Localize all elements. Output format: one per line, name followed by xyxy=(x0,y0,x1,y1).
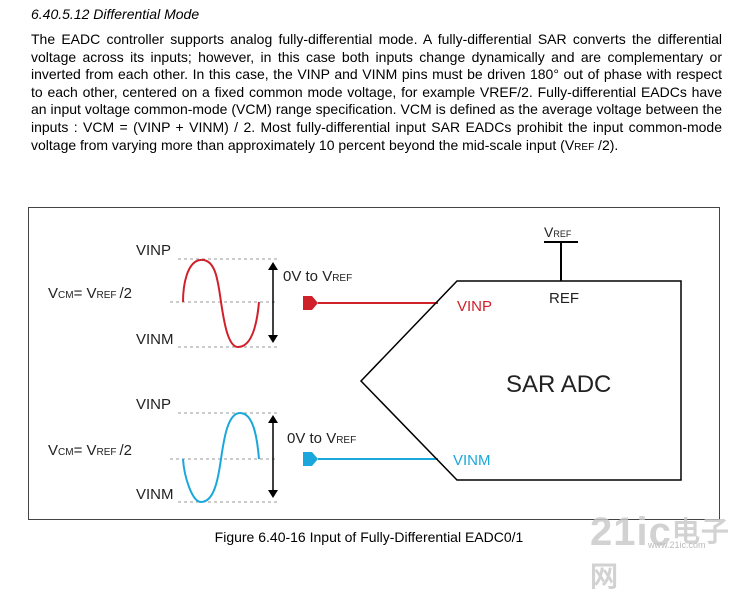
bottom-range-label: 0V to VREF xyxy=(287,430,356,447)
top-range-arrow-head-up xyxy=(268,262,278,270)
watermark-logo: 21ic电子网 xyxy=(590,510,730,592)
top-sine-wave xyxy=(182,258,260,349)
adc-title: SAR ADC xyxy=(506,371,611,398)
bottom-vinp-label: VINP xyxy=(136,396,171,413)
sar-adc-block xyxy=(359,280,682,481)
adc-vinm-label: VINM xyxy=(453,452,491,469)
top-range-label: 0V to VREF xyxy=(283,268,352,285)
watermark-url: www.21ic.com xyxy=(648,540,706,550)
paragraph-text: The EADC controller supports analog full… xyxy=(31,31,722,153)
figure-caption: Figure 6.40-16 Input of Fully-Differenti… xyxy=(214,529,524,545)
differential-adc-diagram: VINP VINM VCM= VREF/2 0V to VREF VINP VI… xyxy=(48,224,682,504)
bottom-range-arrow-head-down xyxy=(268,490,278,498)
bottom-range-arrow-head-up xyxy=(268,415,278,423)
section-paragraph: The EADC controller supports analog full… xyxy=(31,31,722,156)
paragraph-text-end: /2). xyxy=(594,136,619,153)
section-heading: 6.40.5.12 Differential Mode xyxy=(31,6,200,22)
adc-vinp-label: VINP xyxy=(457,298,492,315)
adc-ref-label: REF xyxy=(549,290,579,307)
top-range-arrow-head-down xyxy=(268,335,278,343)
bottom-vcm-label: VCM= VREF/2 xyxy=(48,442,132,459)
vref-top-label: VREF xyxy=(544,224,572,240)
top-vinp-label: VINP xyxy=(136,242,171,259)
bottom-sine-wave xyxy=(182,411,260,504)
top-vcm-label: VCM= VREF/2 xyxy=(48,285,132,302)
vinm-input-connector xyxy=(303,452,318,466)
figure-frame xyxy=(28,207,720,520)
paragraph-vref-subscript: REF xyxy=(574,141,595,153)
top-vinm-label: VINM xyxy=(136,331,174,348)
vinp-input-connector xyxy=(303,296,318,310)
bottom-vinm-label: VINM xyxy=(136,486,174,503)
